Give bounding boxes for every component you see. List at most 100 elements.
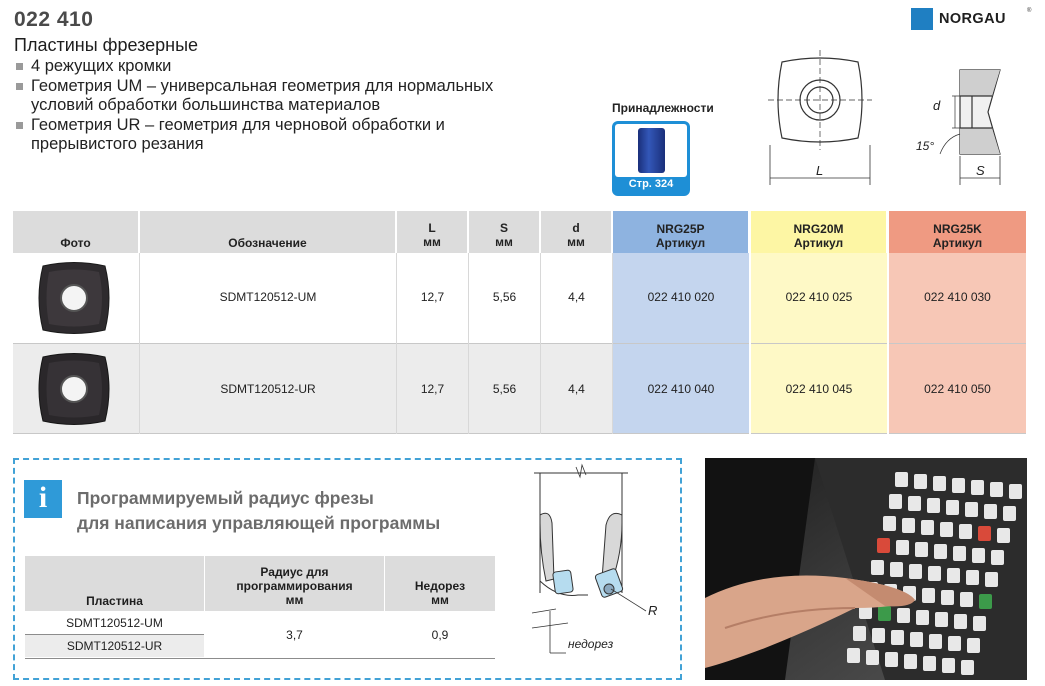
- list-item: SDMT120512-UM: [25, 612, 204, 634]
- article-cell-nrg25k: 022 410 030: [924, 290, 991, 304]
- keypad-key: [941, 590, 954, 605]
- brand-name: NORGAU: [939, 11, 1006, 27]
- keypad-key: [883, 516, 896, 531]
- keypad-key: [896, 540, 909, 555]
- d-cell: 4,4: [568, 382, 585, 396]
- header-photo: Фото: [13, 211, 139, 253]
- s-cell: 5,56: [492, 290, 517, 304]
- keypad-key: [895, 472, 908, 487]
- keypad-key: [947, 568, 960, 583]
- keypad-key: [1009, 484, 1022, 499]
- keypad-key: [923, 656, 936, 671]
- keypad-key: [916, 610, 929, 625]
- header-radius: Радиус для программирования мм: [205, 556, 384, 611]
- keypad-key: [948, 636, 961, 651]
- keypad-key: [871, 560, 884, 575]
- keypad-key: [960, 592, 973, 607]
- insert-photo-um: [38, 262, 110, 334]
- keypad-key: [942, 658, 955, 673]
- keypad-key: [866, 650, 879, 665]
- bullet-square-icon: [16, 82, 23, 90]
- radius-table: Пластина Радиус для программирования мм …: [25, 556, 495, 659]
- undercut-label: недорез: [568, 637, 614, 651]
- keypad-key: [909, 564, 922, 579]
- keypad-key: [966, 570, 979, 585]
- keypad-key: [967, 638, 980, 653]
- accessories-link-card[interactable]: Стр. 324: [612, 121, 690, 196]
- undercut-value: 0,9: [385, 612, 495, 657]
- accessory-image: [615, 124, 687, 177]
- keypad-key: [890, 562, 903, 577]
- feature-item: 4 режущих кромки: [14, 57, 514, 77]
- keypad-key: [953, 546, 966, 561]
- l-cell: 12,7: [420, 290, 445, 304]
- article-cell-nrg25p: 022 410 040: [647, 382, 715, 396]
- keypad-key: [997, 528, 1010, 543]
- feature-text: Геометрия UM – универсальная геометрия д…: [31, 76, 494, 115]
- keypad-key: [961, 660, 974, 675]
- list-item: SDMT120512-UR: [25, 635, 204, 657]
- keypad-key: [1003, 506, 1016, 521]
- feature-text: Геометрия UR – геометрия для черновой об…: [31, 115, 445, 154]
- keypad-key: [891, 630, 904, 645]
- cnc-control-panel-photo: [705, 458, 1027, 680]
- keypad-key: [954, 614, 967, 629]
- article-cell-nrg20m: 022 410 025: [785, 290, 853, 304]
- header-designation: Обозначение: [140, 211, 396, 253]
- header-plate: Пластина: [25, 556, 204, 611]
- accessories-title: Принадлежности: [612, 101, 714, 115]
- keypad-key: [979, 594, 992, 609]
- s-cell: 5,56: [492, 382, 517, 396]
- angle-label: 15°: [916, 139, 934, 153]
- keypad-key: [929, 634, 942, 649]
- table-row: SDMT120512-UR 12,7 5,56 4,4 022 410 040 …: [13, 344, 1026, 434]
- keypad-key: [872, 628, 885, 643]
- product-code: 022 410: [14, 8, 94, 31]
- keypad-key: [853, 626, 866, 641]
- keypad-key: [965, 502, 978, 517]
- keypad-key: [940, 522, 953, 537]
- designation-cell: SDMT120512-UM: [219, 290, 317, 304]
- dim-S-label: S: [976, 163, 985, 178]
- bullet-square-icon: [16, 121, 23, 129]
- feature-list: 4 режущих кромки Геометрия UM – универса…: [14, 57, 514, 155]
- brand-logo: NORGAU ®: [911, 8, 1031, 32]
- page-title: Пластины фрезерные: [14, 35, 199, 55]
- keypad-key: [928, 566, 941, 581]
- registered-mark: ®: [1027, 8, 1032, 14]
- logo-square-icon: [911, 8, 933, 30]
- keypad-key: [910, 632, 923, 647]
- insert-outline: [777, 57, 863, 143]
- keypad-key: [915, 542, 928, 557]
- radius-value: 3,7: [205, 612, 384, 657]
- lubricant-jar-icon: [638, 128, 665, 173]
- keypad-key: [946, 500, 959, 515]
- designation-cell: SDMT120512-UR: [220, 382, 316, 396]
- keypad-key: [933, 476, 946, 491]
- keypad-key: [973, 616, 986, 631]
- keypad-key: [971, 480, 984, 495]
- keypad-key: [921, 520, 934, 535]
- cutter-radius-drawing: R недорез: [531, 463, 657, 654]
- keypad-key: [991, 550, 1004, 565]
- feature-item: Геометрия UR – геометрия для черновой об…: [14, 116, 514, 155]
- keypad-key: [877, 538, 890, 553]
- keypad-key: [889, 494, 902, 509]
- keypad-key: [885, 652, 898, 667]
- dim-d-label: d: [933, 98, 941, 113]
- header-undercut: Недорез мм: [385, 556, 495, 611]
- keypad-key: [990, 482, 1003, 497]
- article-cell-nrg25p: 022 410 020: [647, 290, 715, 304]
- d-cell: 4,4: [568, 290, 585, 304]
- keypad-key: [985, 572, 998, 587]
- keypad-key: [914, 474, 927, 489]
- keypad-key: [978, 526, 991, 541]
- keypad-key: [897, 608, 910, 623]
- feature-item: Геометрия UM – универсальная геометрия д…: [14, 77, 514, 116]
